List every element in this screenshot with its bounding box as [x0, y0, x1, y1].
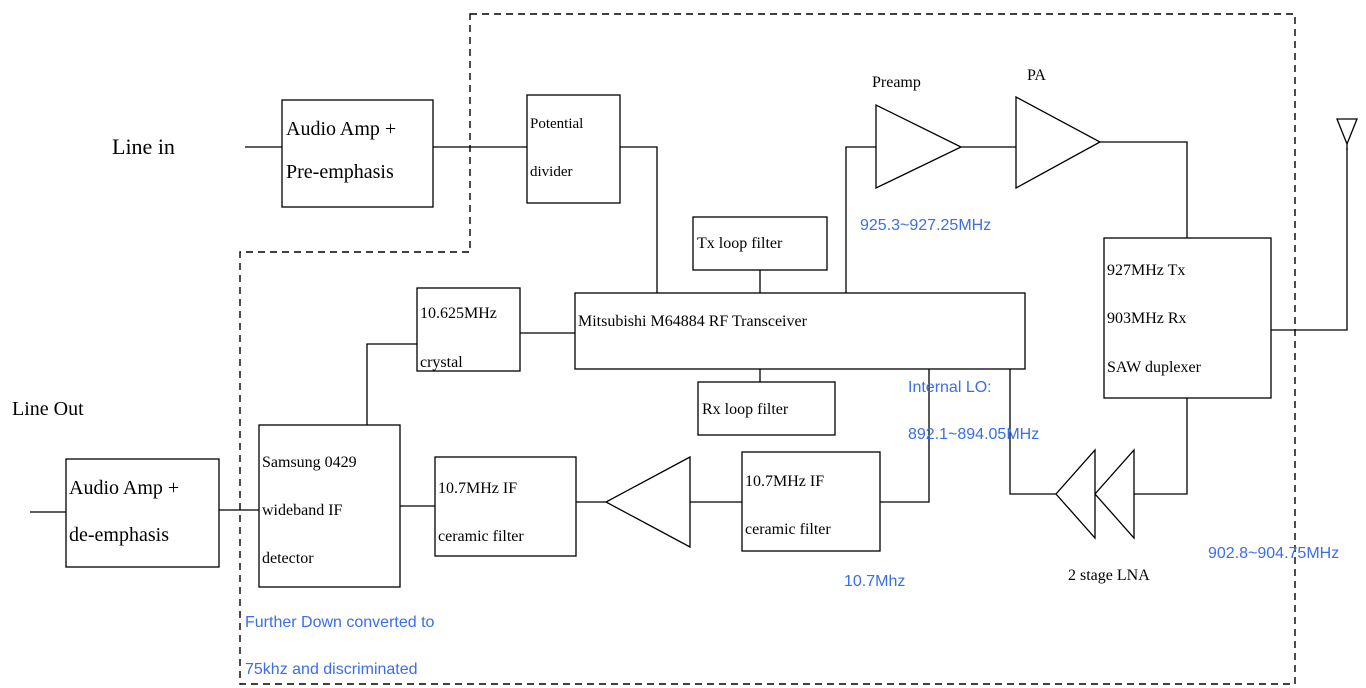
antenna-icon	[1336, 118, 1358, 150]
preamp-label: Preamp	[872, 74, 921, 91]
lna-label: 2 stage LNA	[1068, 567, 1150, 584]
if-amp-triangle	[604, 455, 691, 549]
internal-lo-annotation-1: Internal LO:	[908, 379, 992, 396]
crystal-line1: 10.625MHz	[420, 305, 497, 322]
saw-duplexer-line3: SAW duplexer	[1107, 359, 1202, 376]
rx-loop-filter-box	[697, 381, 836, 436]
tx-freq-annotation: 925.3~927.25MHz	[860, 217, 991, 234]
if-filter-right-line2: ceramic filter	[745, 521, 831, 538]
if-filter-right-box	[741, 451, 881, 552]
rx-freq-annotation: 902.8~904.75MHz	[1208, 545, 1339, 562]
transceiver-label: Mitsubishi M64884 RF Transceiver	[578, 313, 808, 330]
internal-lo-annotation-2: 892.1~894.05MHz	[908, 426, 1039, 443]
samsung-detector-line2: wideband IF	[262, 502, 343, 519]
saw-duplexer-line2: 903MHz Rx	[1107, 310, 1187, 327]
potential-divider-line2: divider	[530, 164, 573, 180]
pa-triangle	[1015, 95, 1102, 190]
pa-label: PA	[1027, 67, 1046, 84]
if-filter-right-line1: 10.7MHz IF	[745, 473, 824, 490]
rx-loop-filter-label: Rx loop filter	[702, 401, 789, 418]
audio-amp-de-line1: Audio Amp +	[69, 477, 179, 499]
tx-loop-filter-label: Tx loop filter	[697, 235, 783, 252]
audio-amp-de-emphasis-box	[65, 458, 220, 568]
potential-divider-line1: Potential	[530, 116, 583, 132]
if-filter-left-line2: ceramic filter	[438, 528, 524, 545]
samsung-detector-line3: detector	[262, 550, 314, 567]
if-freq-annotation: 10.7Mhz	[844, 573, 905, 590]
dashed-boundary	[239, 13, 1296, 685]
further-annotation-1: Further Down converted to	[245, 614, 435, 631]
further-annotation-2: 75khz and discriminated	[245, 661, 418, 678]
line-out-label: Line Out	[12, 398, 84, 420]
audio-amp-pre-line2: Pre-emphasis	[286, 161, 394, 183]
saw-duplexer-box	[1103, 237, 1272, 399]
crystal-line2: crystal	[420, 354, 463, 371]
line-in-label: Line in	[112, 134, 175, 159]
audio-amp-de-line2: de-emphasis	[69, 524, 169, 546]
if-filter-left-box	[434, 456, 577, 557]
preamp-triangle	[875, 103, 963, 190]
lna-triangles	[1055, 448, 1135, 540]
samsung-detector-box	[258, 424, 401, 588]
if-filter-left-line1: 10.7MHz IF	[438, 480, 517, 497]
transceiver-box	[574, 292, 1026, 370]
crystal-box	[416, 287, 521, 372]
signal-wires	[30, 141, 1348, 513]
audio-amp-pre-emphasis-box	[281, 99, 434, 208]
tx-loop-filter-box	[692, 216, 828, 271]
potential-divider-box	[526, 94, 621, 204]
samsung-detector-line1: Samsung 0429	[262, 454, 357, 471]
audio-amp-pre-line1: Audio Amp +	[286, 118, 396, 140]
saw-duplexer-line1: 927MHz Tx	[1107, 262, 1185, 279]
